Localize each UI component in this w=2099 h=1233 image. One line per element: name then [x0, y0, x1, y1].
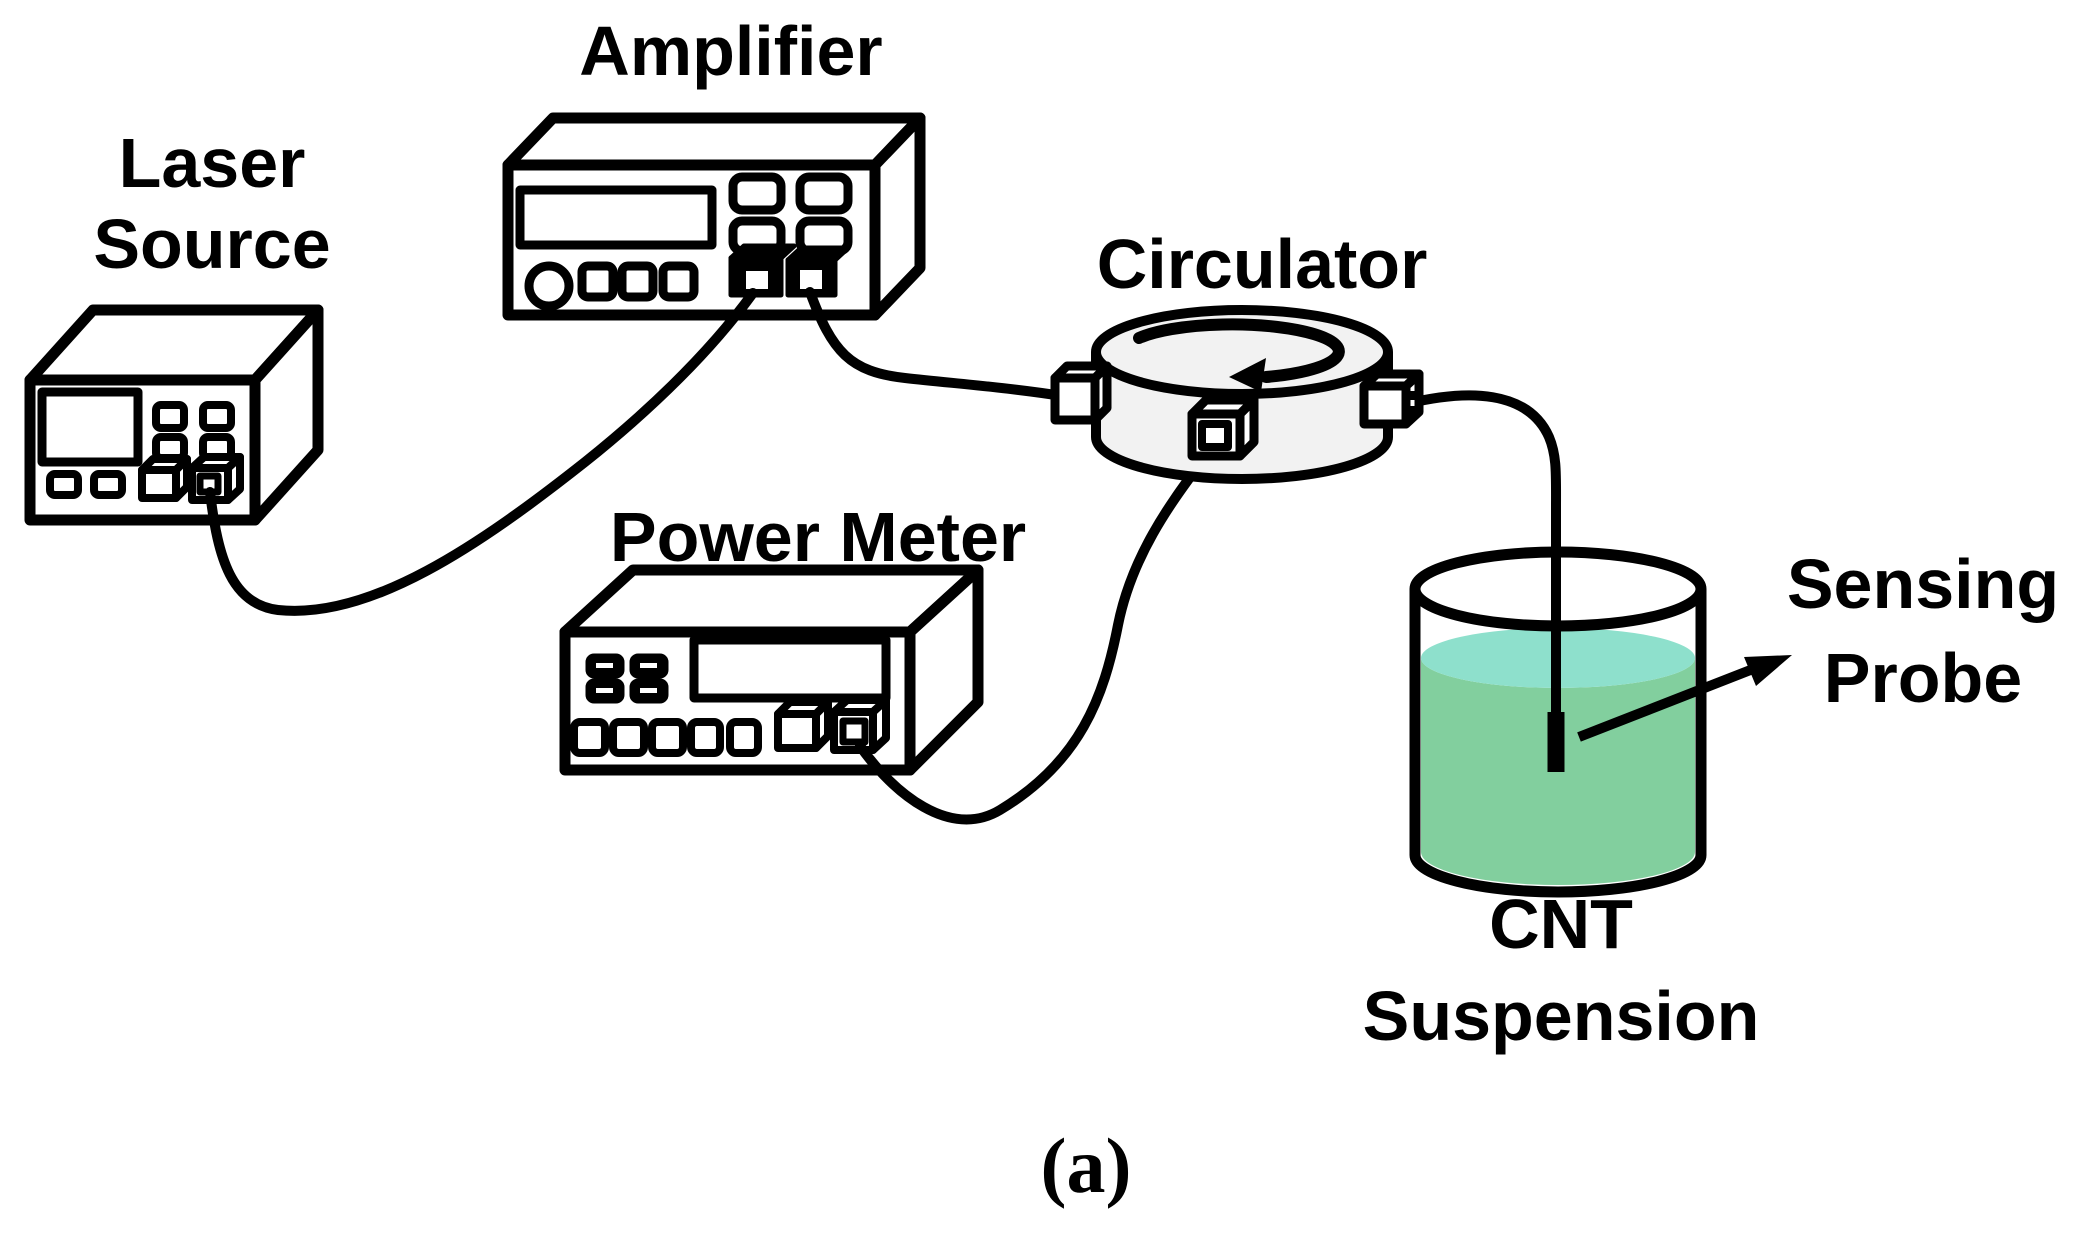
laser-output-port-right	[188, 453, 244, 504]
laser-keypad	[46, 401, 235, 499]
power-meter-button	[609, 718, 648, 757]
rotation-arrow-arc	[1133, 318, 1345, 383]
amplifier-display	[515, 185, 717, 250]
amplifier-button	[577, 261, 618, 302]
amplifier-button	[795, 172, 853, 215]
power-meter-port-left	[774, 698, 832, 752]
figure-caption: (a)	[1041, 1122, 1132, 1209]
power-meter-button	[726, 718, 762, 757]
label-amplifier: Amplifier	[579, 12, 882, 90]
beaker-wall	[1409, 589, 1707, 898]
cable-circulator-to-power-meter	[855, 439, 1219, 825]
sensing-probe-pointer	[1577, 655, 1792, 742]
cable-circulator-to-probe	[1401, 390, 1562, 719]
label-laser-source-line1: Laser	[119, 124, 306, 202]
power-meter-device	[559, 564, 984, 776]
label-cnt-suspension-line2: Suspension	[1363, 977, 1760, 1055]
laser-button	[152, 433, 188, 462]
power-meter-button	[648, 718, 687, 757]
label-sensing-probe-line2: Probe	[1824, 639, 2022, 717]
label-laser-source-line2: Source	[93, 205, 330, 283]
circulator-port-right	[1359, 369, 1424, 429]
label-power-meter: Power Meter	[610, 498, 1026, 576]
power-meter-display	[689, 635, 891, 703]
rotation-arrow-head	[1229, 358, 1266, 392]
label-sensing-probe-line1: Sensing	[1787, 545, 2059, 623]
amplifier-device	[502, 112, 926, 321]
amplifier-box-top	[502, 112, 926, 171]
amplifier-button	[728, 172, 786, 215]
label-circulator: Circulator	[1097, 225, 1428, 303]
amplifier-button	[658, 261, 699, 302]
pointer-line	[1577, 664, 1755, 742]
laser-source-device	[24, 304, 324, 526]
power-meter-port-right	[830, 696, 890, 754]
circulator-port-bottom	[1187, 395, 1259, 461]
laser-button	[46, 470, 82, 499]
laser-display	[37, 387, 143, 467]
circulator-port-left	[1050, 361, 1112, 425]
laser-button	[199, 401, 235, 432]
power-meter-keypad	[570, 653, 762, 757]
cable-amplifier-to-circulator	[805, 287, 1067, 401]
amplifier-button	[617, 261, 658, 302]
power-meter-button	[570, 718, 609, 757]
laser-button	[90, 470, 126, 499]
power-meter-button	[687, 718, 724, 757]
laser-button	[152, 401, 188, 432]
label-cnt-suspension-line1: CNT	[1489, 885, 1633, 963]
laser-output-port-left	[138, 455, 191, 502]
circulator-device	[1050, 305, 1424, 484]
amplifier-knob	[524, 261, 574, 311]
pointer-arrow-head	[1744, 655, 1792, 686]
cable-laser-to-amplifier	[205, 288, 758, 616]
